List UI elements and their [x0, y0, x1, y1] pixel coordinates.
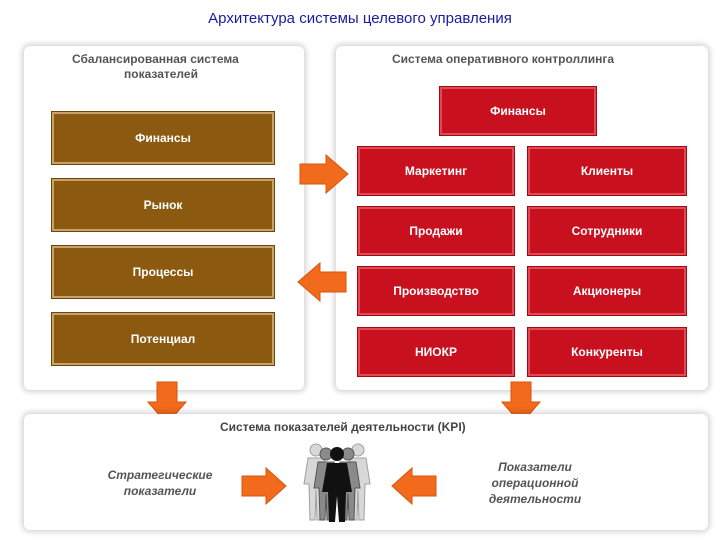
bsc-title-line1: Сбалансированная система: [72, 52, 239, 66]
arrow-right-icon: [299, 153, 349, 195]
arrow-right-kpi-icon: [241, 466, 287, 506]
controlling-box-shareholders: Акционеры: [528, 267, 686, 315]
strategic-line1: Стратегические: [107, 468, 213, 482]
controlling-box-employees: Сотрудники: [528, 207, 686, 255]
arrow-down-right-icon: [500, 381, 542, 425]
operational-indicators-label: Показатели операционной деятельности: [460, 459, 610, 507]
bsc-box-processes: Процессы: [52, 246, 274, 298]
operational-line3: деятельности: [488, 492, 582, 506]
controlling-box-competitors: Конкуренты: [528, 328, 686, 376]
page-title: Архитектура системы целевого управления: [208, 10, 512, 27]
controlling-box-finance: Финансы: [440, 87, 596, 135]
bsc-box-market: Рынок: [52, 179, 274, 231]
arrow-down-left-icon: [146, 381, 188, 425]
operational-line2: операционной: [491, 476, 579, 490]
controlling-box-rnd: НИОКР: [358, 328, 514, 376]
controlling-box-production: Производство: [358, 267, 514, 315]
controlling-box-marketing: Маркетинг: [358, 147, 514, 195]
people-group-icon: [303, 443, 371, 522]
strategic-line2: показатели: [123, 484, 197, 498]
controlling-panel-title: Система оперативного контроллинга: [392, 52, 615, 66]
controlling-box-clients: Клиенты: [528, 147, 686, 195]
arrow-left-kpi-icon: [391, 466, 437, 506]
bsc-title-line2: показателей: [124, 67, 198, 81]
operational-line1: Показатели: [498, 460, 572, 474]
bsc-box-potential: Потенциал: [52, 313, 274, 365]
kpi-panel-title: Система показателей деятельности (KPI): [220, 420, 466, 434]
bsc-panel-title: Сбалансированная система показателей: [72, 52, 292, 82]
strategic-indicators-label: Стратегические показатели: [80, 467, 240, 499]
arrow-left-icon: [297, 261, 347, 303]
bsc-box-finance: Финансы: [52, 112, 274, 164]
controlling-box-sales: Продажи: [358, 207, 514, 255]
